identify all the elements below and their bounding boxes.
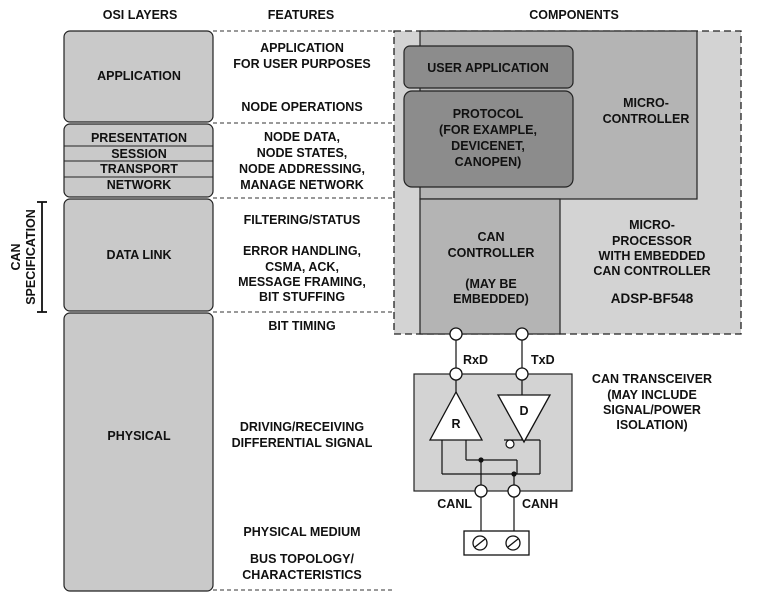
can-controller-label-1: CAN xyxy=(477,230,504,244)
feature-separators xyxy=(213,30,392,591)
header-osi-layers: OSI LAYERS xyxy=(103,8,178,22)
layer-application-label: APPLICATION xyxy=(97,69,181,83)
feature-bit-timing: BIT TIMING xyxy=(268,319,335,333)
feature-node-data-3: NODE ADDRESSING, xyxy=(239,162,365,176)
junction-dot xyxy=(511,471,517,477)
can-spec-line-2: SPECIFICATION xyxy=(24,209,38,305)
feature-error-4: BIT STUFFING xyxy=(259,290,345,304)
terminal-screw-slot xyxy=(474,538,486,548)
bus-wires xyxy=(480,491,515,531)
microcontroller-label-2: CONTROLLER xyxy=(603,112,690,126)
protocol-label-1: PROTOCOL xyxy=(453,107,524,121)
layer-application-box xyxy=(63,30,214,123)
canl-pin xyxy=(474,484,488,498)
layer-session-label: SESSION xyxy=(111,147,167,161)
can-spec-line-1: CAN xyxy=(9,243,23,270)
protocol-label-4: CANOPEN) xyxy=(455,155,522,169)
protocol-label-2: (FOR EXAMPLE, xyxy=(439,123,537,137)
may-be-embedded-1: (MAY BE xyxy=(465,277,516,291)
feature-node-data-4: MANAGE NETWORK xyxy=(240,178,364,192)
layer-data-link-label: DATA LINK xyxy=(106,248,171,262)
microcontroller-label-1: MICRO- xyxy=(623,96,669,110)
protocol-label-3: DEVICENET, xyxy=(451,139,525,153)
feature-error-1: ERROR HANDLING, xyxy=(243,244,361,258)
driver-enable-bubble xyxy=(505,439,515,449)
terminal-screw-slot xyxy=(507,538,519,548)
feature-bus-topology-1: BUS TOPOLOGY/ xyxy=(250,552,354,566)
user-application-box xyxy=(403,45,574,89)
header-components: COMPONENTS xyxy=(529,8,619,22)
txd-pin-bottom xyxy=(515,367,529,381)
feature-node-operations: NODE OPERATIONS xyxy=(241,100,362,114)
rxd-label: RxD xyxy=(463,353,488,367)
can-spec-label: CAN SPECIFICATION xyxy=(9,209,38,305)
transceiver-label-3: SIGNAL/POWER xyxy=(603,403,701,417)
feature-application-2: FOR USER PURPOSES xyxy=(233,57,371,71)
driver-label: D xyxy=(519,404,528,418)
txd-pin-top xyxy=(515,327,529,341)
junction-dot xyxy=(478,457,484,463)
feature-application-1: APPLICATION xyxy=(260,41,344,55)
can-controller-label-2: CONTROLLER xyxy=(448,246,535,260)
canl-label: CANL xyxy=(437,497,472,511)
feature-physical-medium: PHYSICAL MEDIUM xyxy=(243,525,360,539)
microprocessor-label-3: WITH EMBEDDED xyxy=(599,249,706,263)
feature-filtering: FILTERING/STATUS xyxy=(244,213,361,227)
feature-node-data-1: NODE DATA, xyxy=(264,130,340,144)
may-be-embedded-2: EMBEDDED) xyxy=(453,292,529,306)
part-number-label: ADSP-BF548 xyxy=(611,291,694,306)
layer-physical-box xyxy=(63,312,214,592)
feature-driving-2: DIFFERENTIAL SIGNAL xyxy=(232,436,373,450)
txd-label: TxD xyxy=(531,353,555,367)
feature-driving-1: DRIVING/RECEIVING xyxy=(240,420,364,434)
layer-physical-label: PHYSICAL xyxy=(107,429,171,443)
microprocessor-label-2: PROCESSOR xyxy=(612,234,692,248)
layer-network-label: NETWORK xyxy=(107,178,172,192)
features-column: APPLICATION FOR USER PURPOSES NODE OPERA… xyxy=(232,41,373,582)
canh-pin xyxy=(507,484,521,498)
feature-bus-topology-2: CHARACTERISTICS xyxy=(242,568,361,582)
transceiver-label-2: (MAY INCLUDE xyxy=(607,388,697,402)
driver-triangle xyxy=(496,394,552,444)
microprocessor-label-1: MICRO- xyxy=(629,218,675,232)
header-features: FEATURES xyxy=(268,8,334,22)
rxd-pin-bottom xyxy=(449,367,463,381)
transceiver-label-1: CAN TRANSCEIVER xyxy=(592,372,712,386)
rx-tx-wires xyxy=(455,334,523,374)
feature-error-3: MESSAGE FRAMING, xyxy=(238,275,366,289)
feature-error-2: CSMA, ACK, xyxy=(265,260,339,274)
receiver-label: R xyxy=(451,417,460,431)
rxd-pin-top xyxy=(449,327,463,341)
protocol-box xyxy=(403,90,574,188)
canh-label: CANH xyxy=(522,497,558,511)
receiver-triangle xyxy=(428,390,484,441)
microprocessor-label-4: CAN CONTROLLER xyxy=(593,264,710,278)
layer-transport-label: TRANSPORT xyxy=(100,162,178,176)
layer-presentation-label: PRESENTATION xyxy=(91,131,187,145)
layer-data-link-box xyxy=(63,198,214,312)
feature-node-data-2: NODE STATES, xyxy=(257,146,348,160)
user-application-label: USER APPLICATION xyxy=(427,61,549,75)
transceiver-label-4: ISOLATION) xyxy=(616,418,687,432)
can-controller-box xyxy=(419,198,561,335)
